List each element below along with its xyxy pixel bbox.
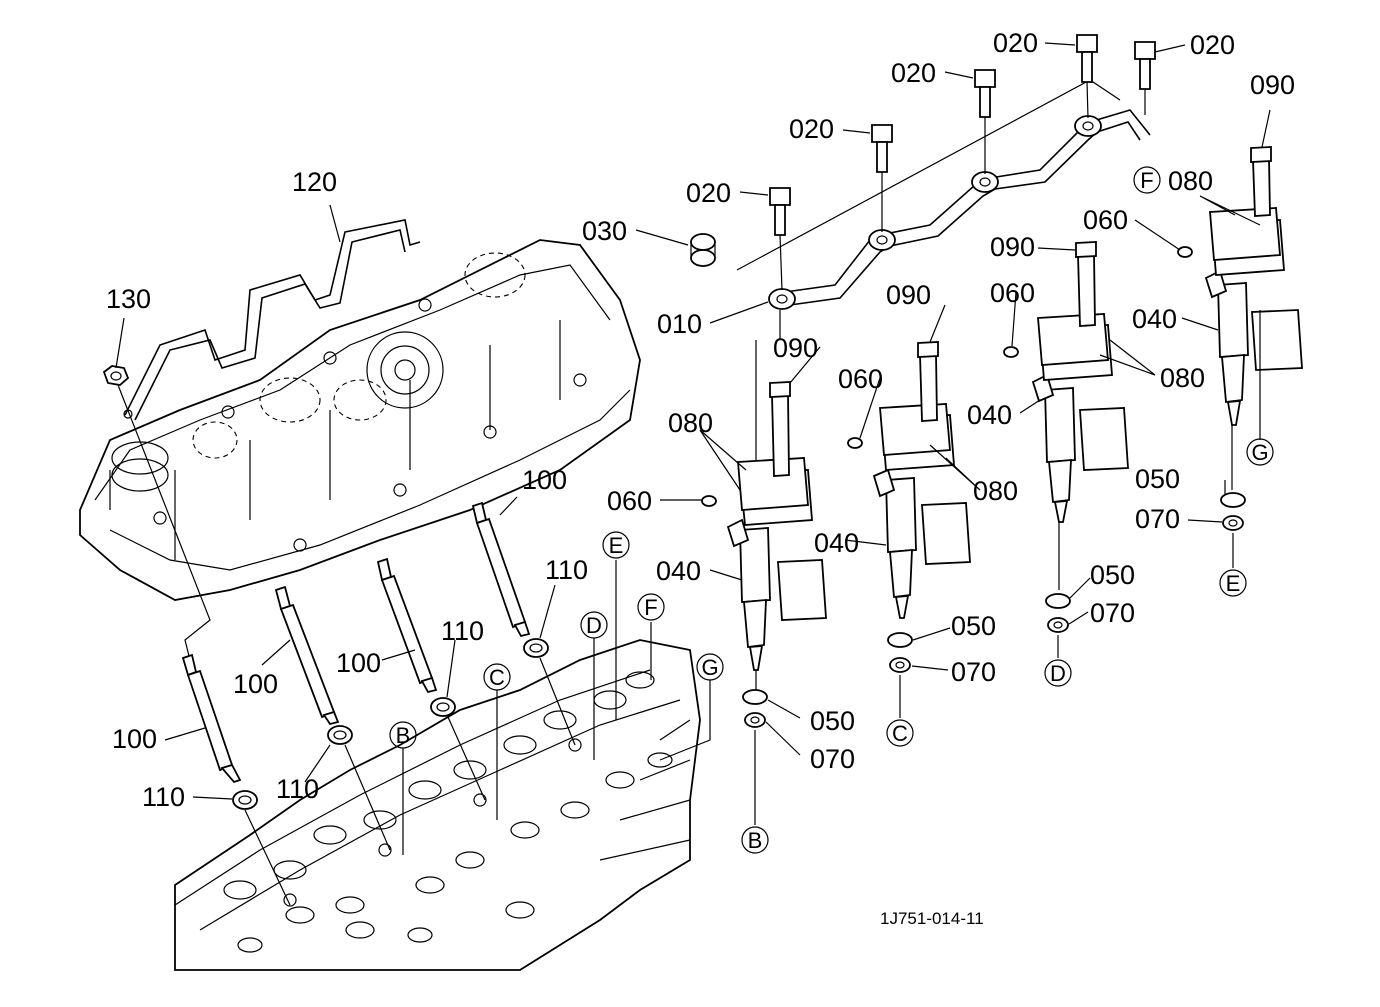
callout-020-b: 020 [1190, 30, 1235, 60]
svg-text:E: E [1226, 571, 1241, 596]
callout-080-d: 080 [668, 408, 713, 438]
callout-070-a: 070 [1135, 504, 1180, 534]
glow-plug-3 [376, 557, 438, 694]
callout-040-d: 040 [656, 556, 701, 586]
callout-070-d: 070 [810, 744, 855, 774]
callout-080-c: 080 [973, 476, 1018, 506]
svg-text:C: C [892, 721, 908, 746]
callout-080-b: 080 [1160, 363, 1205, 393]
callout-070-c: 070 [951, 657, 996, 687]
injector-1 [701, 310, 827, 690]
svg-text:F: F [1140, 168, 1153, 193]
callout-020-e: 020 [686, 178, 731, 208]
callout-050-c: 050 [951, 611, 996, 641]
svg-text:C: C [489, 665, 505, 690]
drawing-reference-code: 1J751-014-11 [880, 909, 984, 928]
injector-3 [1003, 241, 1129, 590]
callout-050-a: 050 [1135, 464, 1180, 494]
callout-100-c: 100 [233, 669, 278, 699]
callout-090-c: 090 [886, 280, 931, 310]
callout-060-a: 060 [1083, 205, 1128, 235]
ref-circle-g-injector: G [1246, 438, 1274, 466]
pipe-clamp [690, 233, 716, 267]
svg-text:B: B [396, 723, 411, 748]
svg-text:B: B [748, 828, 763, 853]
callout-110-d: 110 [142, 782, 185, 812]
callout-100-d: 100 [112, 724, 157, 754]
ref-circle-d-injector: D [1044, 659, 1072, 687]
callout-labels: 020 020 020 020 020 090 090 090 090 120 … [106, 28, 1295, 812]
svg-text:F: F [644, 595, 657, 620]
callout-100-a: 100 [522, 465, 567, 495]
ref-circle-e-injector: E [1219, 569, 1247, 597]
callout-060-d: 060 [607, 486, 652, 516]
glow-plug-2 [274, 585, 340, 726]
reference-letters: B C D E F G B C [389, 166, 1274, 854]
glow-plug-leaders [164, 496, 576, 906]
callout-060-b: 060 [990, 278, 1035, 308]
callout-090-b: 090 [990, 232, 1035, 262]
callout-090-a: 090 [1250, 70, 1295, 100]
callout-060-c: 060 [838, 364, 883, 394]
ref-circle-g-head: G [696, 653, 724, 681]
callout-130: 130 [106, 284, 151, 314]
glow-plug-washers [232, 638, 549, 810]
head-reference-leaders [402, 560, 711, 855]
svg-text:D: D [1050, 661, 1066, 686]
ref-circle-d-head: D [580, 611, 608, 639]
valve-cover [79, 239, 641, 601]
injector-4 [1177, 146, 1303, 490]
callout-090-d: 090 [773, 333, 818, 363]
callout-020-c: 020 [891, 58, 936, 88]
callout-020-a: 020 [993, 28, 1038, 58]
ref-circle-f-pipe: F [1133, 166, 1161, 194]
ref-circle-c-head: C [483, 663, 511, 691]
svg-text:G: G [1251, 440, 1268, 465]
hollow-bolts [769, 34, 1156, 291]
callout-100-b: 100 [336, 648, 381, 678]
svg-text:G: G [701, 655, 718, 680]
glow-plug-1 [181, 653, 242, 784]
callout-020-d: 020 [789, 114, 834, 144]
ref-circle-c-injector: C [886, 719, 914, 747]
callout-040-a: 040 [1132, 304, 1177, 334]
callout-080-a: 080 [1168, 166, 1213, 196]
flange-nut [102, 365, 130, 386]
callout-110-a: 110 [545, 555, 588, 585]
callout-leaders [635, 42, 1271, 756]
callout-030: 030 [582, 216, 627, 246]
callout-070-b: 070 [1090, 598, 1135, 628]
svg-text:D: D [586, 613, 602, 638]
ref-circle-b-head: B [389, 721, 417, 749]
callout-110-c: 110 [276, 774, 319, 804]
injector-seals [742, 492, 1246, 825]
svg-text:E: E [609, 533, 624, 558]
callout-010: 010 [657, 309, 702, 339]
callout-050-b: 050 [1090, 560, 1135, 590]
callout-110-b: 110 [441, 616, 484, 646]
glow-plug-4 [471, 501, 531, 638]
callout-040-b: 040 [967, 400, 1012, 430]
callout-120: 120 [292, 167, 337, 197]
callout-040-c: 040 [814, 528, 859, 558]
ref-circle-f-head: F [637, 593, 665, 621]
callout-050-d: 050 [810, 706, 855, 736]
cylinder-head-block [174, 639, 701, 971]
fuel-overflow-pipe [736, 79, 1151, 310]
ref-circle-e-head: E [602, 531, 630, 559]
ref-circle-b-injector: B [741, 826, 769, 854]
